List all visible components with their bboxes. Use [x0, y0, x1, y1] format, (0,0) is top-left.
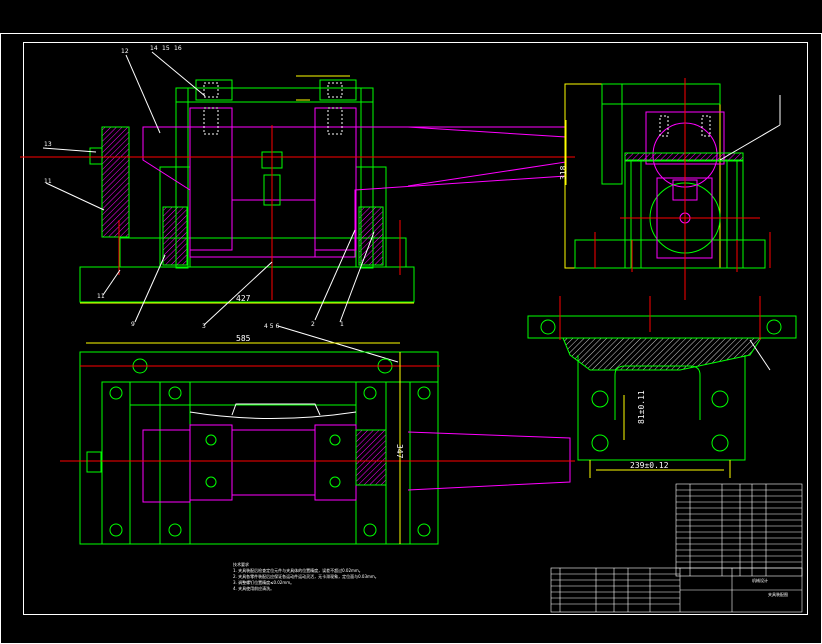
title-block: [550, 483, 803, 613]
inner-frame: [23, 42, 808, 615]
balloon-11: 11: [44, 178, 52, 185]
dim-585: 585: [236, 334, 251, 343]
technical-notes: 技术要求 1. 夹具装配后检查定位元件与夹具体的位置精度，误差不超过0.02mm…: [233, 561, 379, 591]
workpiece-top: [407, 431, 571, 491]
side-view: [564, 78, 781, 300]
spring-left: [203, 107, 219, 135]
balloon-13: 13: [44, 141, 52, 148]
dim-427: 427: [236, 294, 251, 303]
dim-239: 239±0.12: [630, 461, 669, 470]
balloon-3: 3: [202, 323, 206, 330]
balloon-16: 16: [174, 45, 182, 52]
note-1: 1. 夹具装配后检查定位元件与夹具体的位置精度，误差不超过0.02mm。: [233, 567, 363, 573]
balloon-15: 15: [162, 45, 170, 52]
front-leaders: [42, 51, 399, 363]
balloon-14: 14: [150, 45, 158, 52]
notes-title: 技术要求: [233, 561, 249, 567]
top-view: 585 347: [60, 334, 575, 545]
title-school: 机械设计: [752, 577, 768, 583]
balloon-9: 9: [131, 321, 135, 328]
note-3: 3. 调整螺钉位置精度≤0.02mm。: [233, 579, 294, 585]
top-bar: [175, 87, 374, 103]
balloon-11b: 11: [97, 293, 105, 300]
dim-81: 81±0.11: [637, 390, 646, 424]
section-hatched: [562, 337, 762, 371]
dim-318: 318: [559, 165, 568, 180]
title-drawing-name: 夹具装配图: [768, 591, 788, 597]
note-2: 2. 夹具各零件装配后应保证各运动件运动灵活，无卡滞现象，定位面与0.03mm。: [233, 573, 379, 579]
balloon-12: 12: [121, 48, 129, 55]
balloon-2: 2: [311, 321, 315, 328]
balloon-456: 4 5 6: [264, 323, 279, 330]
spring-right: [327, 107, 343, 135]
dim-347: 347: [395, 444, 404, 459]
section-view: 239±0.12 81±0.11: [527, 296, 797, 478]
left-clamp-block: [101, 126, 130, 238]
right-hatched-column: [358, 206, 384, 266]
note-4: 4. 夹具使用前应清洗。: [233, 585, 274, 591]
front-view: 427 318: [20, 75, 575, 304]
left-hatched-column: [162, 206, 188, 266]
balloon-1: 1: [340, 321, 344, 328]
knob: [89, 147, 103, 165]
